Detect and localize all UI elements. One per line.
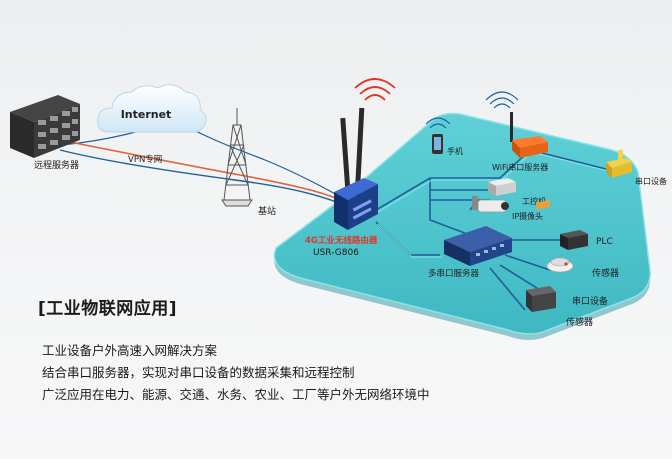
- sensor-1-label: 传感器: [592, 267, 619, 279]
- plc-icon: [560, 230, 588, 250]
- serial-device-top-icon: [606, 150, 632, 178]
- phone-icon: [425, 117, 451, 154]
- sensor-2-label: 传感器: [566, 316, 593, 328]
- base-station-label: 基站: [258, 205, 276, 217]
- sensor-1-icon: [546, 257, 574, 273]
- wifi-serial-server-label: WiFi串口服务器: [492, 162, 548, 172]
- router-icon: [334, 107, 378, 230]
- router-model-label: USR-G806: [313, 248, 359, 258]
- internet-cloud-icon: [97, 84, 207, 133]
- description-line-3: 广泛应用在电力、能源、交通、水务、农业、工厂等户外无网络环境中: [42, 387, 430, 402]
- section-title: [工业物联网应用]: [38, 299, 178, 319]
- multi-serial-server-icon: [444, 226, 512, 266]
- router-wifi-icon: [354, 78, 396, 101]
- base-station-icon: [221, 108, 253, 207]
- serial-device-bottom-icon: [526, 200, 556, 312]
- ip-camera-icon: [472, 196, 509, 213]
- router-name-label: 4G工业无线路由器: [305, 235, 378, 246]
- multi-serial-server-label: 多串口服务器: [428, 268, 480, 279]
- plc-label: PLC: [596, 237, 613, 247]
- lan-platform: [273, 112, 651, 340]
- description-line-1: 工业设备户外高速入网解决方案: [42, 343, 218, 358]
- phone-label: 手机: [447, 146, 463, 156]
- serial-device-top-label: 串口设备: [635, 176, 667, 186]
- remote-server-label: 远程服务器: [34, 159, 79, 171]
- ip-camera-label: IP摄像头: [512, 211, 543, 221]
- remote-server-icon: [10, 95, 80, 158]
- wifi-serial-server-icon: [485, 91, 548, 158]
- internet-label: Internet: [121, 108, 172, 121]
- description-line-2: 结合串口服务器，实现对串口设备的数据采集和远程控制: [42, 365, 355, 380]
- serial-device-bottom-label: 串口设备: [572, 295, 608, 307]
- vpn-label: VPN专网: [128, 154, 162, 165]
- industrial-pc-label: 工控机: [522, 196, 546, 206]
- industrial-pc-icon: [488, 178, 516, 196]
